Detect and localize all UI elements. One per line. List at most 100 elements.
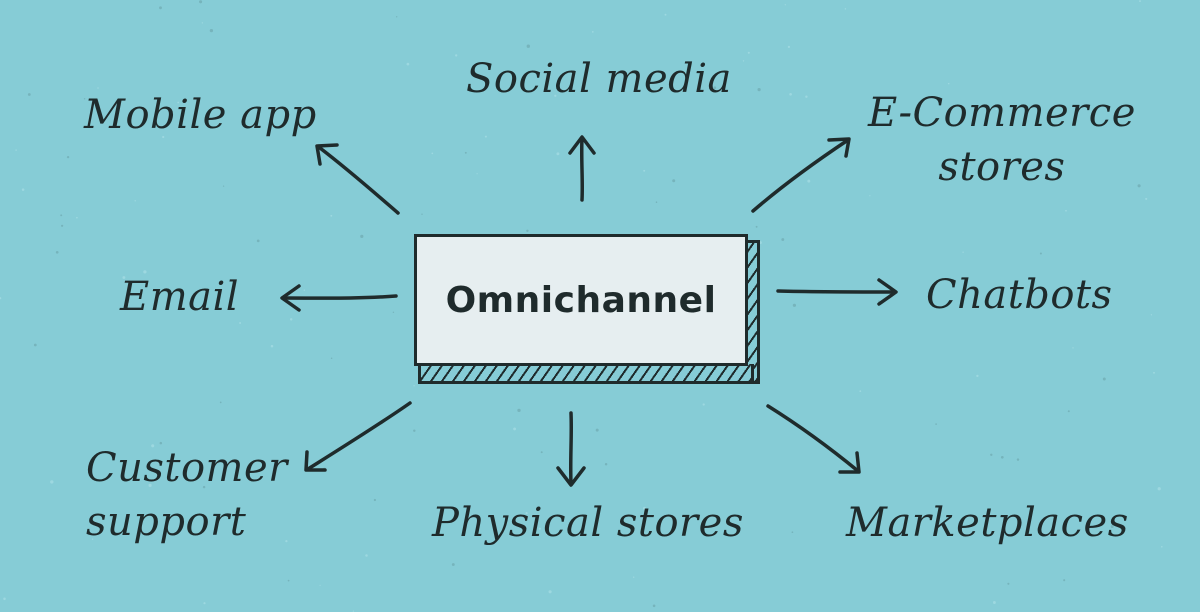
paper-speckle bbox=[50, 480, 54, 484]
paper-speckle bbox=[1157, 487, 1161, 491]
paper-speckle bbox=[672, 179, 676, 183]
paper-speckle bbox=[143, 270, 147, 274]
paper-speckle bbox=[373, 498, 377, 502]
paper-speckle bbox=[513, 427, 517, 431]
paper-speckle bbox=[664, 13, 667, 16]
paper-speckle bbox=[807, 179, 811, 183]
paper-speckle bbox=[805, 95, 808, 98]
paper-speckle bbox=[1153, 371, 1155, 374]
paper-speckle bbox=[784, 4, 786, 6]
paper-speckle bbox=[869, 195, 871, 197]
paper-speckle bbox=[962, 251, 964, 253]
paper-speckle bbox=[148, 483, 152, 487]
paper-speckle bbox=[3, 597, 6, 601]
paper-speckle bbox=[976, 374, 979, 378]
paper-speckle bbox=[413, 429, 416, 432]
paper-speckle bbox=[554, 94, 557, 97]
paper-speckle bbox=[526, 44, 530, 48]
paper-speckle bbox=[1102, 377, 1106, 381]
paper-speckle bbox=[319, 584, 321, 586]
paper-speckle bbox=[859, 390, 862, 393]
paper-speckle bbox=[421, 213, 423, 215]
paper-speckle bbox=[97, 87, 99, 89]
paper-speckle bbox=[413, 385, 415, 387]
paper-speckle bbox=[1145, 197, 1148, 200]
paper-speckle bbox=[177, 101, 180, 104]
arrow-chatbots bbox=[776, 278, 898, 306]
paper-speckle bbox=[455, 54, 458, 57]
paper-speckle bbox=[159, 6, 162, 10]
paper-speckle bbox=[256, 239, 260, 243]
paper-speckle bbox=[789, 92, 792, 96]
paper-speckle bbox=[1150, 314, 1153, 316]
box-shadow-bottom-hatch bbox=[418, 364, 754, 384]
paper-speckle bbox=[1016, 458, 1020, 461]
arrow-physical-stores bbox=[556, 411, 586, 487]
paper-speckle bbox=[285, 539, 288, 543]
paper-speckle bbox=[159, 441, 163, 445]
paper-speckle bbox=[633, 576, 635, 578]
paper-speckle bbox=[792, 303, 797, 307]
paper-speckle bbox=[0, 297, 2, 300]
arrow-email bbox=[280, 284, 398, 312]
paper-speckle bbox=[947, 82, 950, 85]
channel-label-physical-stores: Physical stores bbox=[432, 500, 744, 546]
paper-speckle bbox=[365, 554, 368, 557]
paper-speckle bbox=[517, 408, 521, 413]
paper-speckle bbox=[1065, 209, 1067, 212]
paper-speckle bbox=[1139, 0, 1141, 3]
paper-speckle bbox=[66, 155, 70, 159]
paper-speckle bbox=[21, 188, 25, 191]
paper-speckle bbox=[755, 225, 758, 228]
paper-speckle bbox=[484, 135, 487, 138]
paper-speckle bbox=[990, 453, 993, 456]
paper-speckle bbox=[538, 527, 541, 530]
paper-speckle bbox=[595, 428, 599, 432]
paper-speckle bbox=[406, 62, 410, 66]
paper-speckle bbox=[781, 238, 785, 241]
paper-speckle bbox=[992, 601, 996, 604]
box-shadow-right-hatch bbox=[746, 240, 760, 384]
channel-label-mobile-app: Mobile app bbox=[84, 92, 317, 138]
paper-speckle bbox=[209, 28, 214, 33]
paper-speckle bbox=[91, 538, 94, 540]
channel-label-e-commerce-stores: E-Commerce stores bbox=[868, 90, 1136, 190]
arrow-marketplaces bbox=[766, 404, 861, 474]
paper-speckle bbox=[76, 216, 78, 219]
paper-speckle bbox=[1137, 184, 1141, 188]
paper-speckle bbox=[330, 357, 333, 360]
channel-label-customer-support: Customer support bbox=[86, 445, 288, 545]
paper-speckle bbox=[55, 250, 59, 254]
paper-speckle bbox=[464, 151, 467, 154]
paper-speckle bbox=[199, 0, 203, 4]
paper-speckle bbox=[476, 173, 478, 175]
paper-speckle bbox=[134, 200, 136, 202]
paper-speckle bbox=[60, 224, 64, 227]
paper-speckle bbox=[83, 98, 86, 100]
paper-speckle bbox=[303, 289, 305, 291]
paper-speckle bbox=[1063, 579, 1066, 582]
paper-speckle bbox=[27, 93, 31, 96]
channel-label-chatbots: Chatbots bbox=[926, 272, 1113, 318]
paper-speckle bbox=[1110, 525, 1114, 529]
paper-speckle bbox=[713, 86, 717, 90]
paper-speckle bbox=[15, 149, 17, 151]
paper-speckle bbox=[757, 88, 761, 92]
paper-speckle bbox=[742, 60, 745, 62]
channel-label-social-media: Social media bbox=[466, 56, 732, 102]
center-node-label: Omnichannel bbox=[445, 279, 717, 321]
paper-speckle bbox=[526, 229, 529, 232]
paper-speckle bbox=[747, 51, 750, 54]
paper-speckle bbox=[431, 152, 434, 155]
paper-speckle bbox=[702, 403, 705, 406]
paper-speckle bbox=[655, 201, 658, 203]
paper-speckle bbox=[162, 135, 165, 139]
paper-speckle bbox=[844, 8, 847, 10]
channel-label-email: Email bbox=[120, 274, 240, 320]
paper-speckle bbox=[548, 590, 552, 594]
paper-speckle bbox=[451, 563, 455, 566]
paper-speckle bbox=[935, 423, 937, 425]
arrow-e-commerce-stores bbox=[751, 137, 851, 213]
